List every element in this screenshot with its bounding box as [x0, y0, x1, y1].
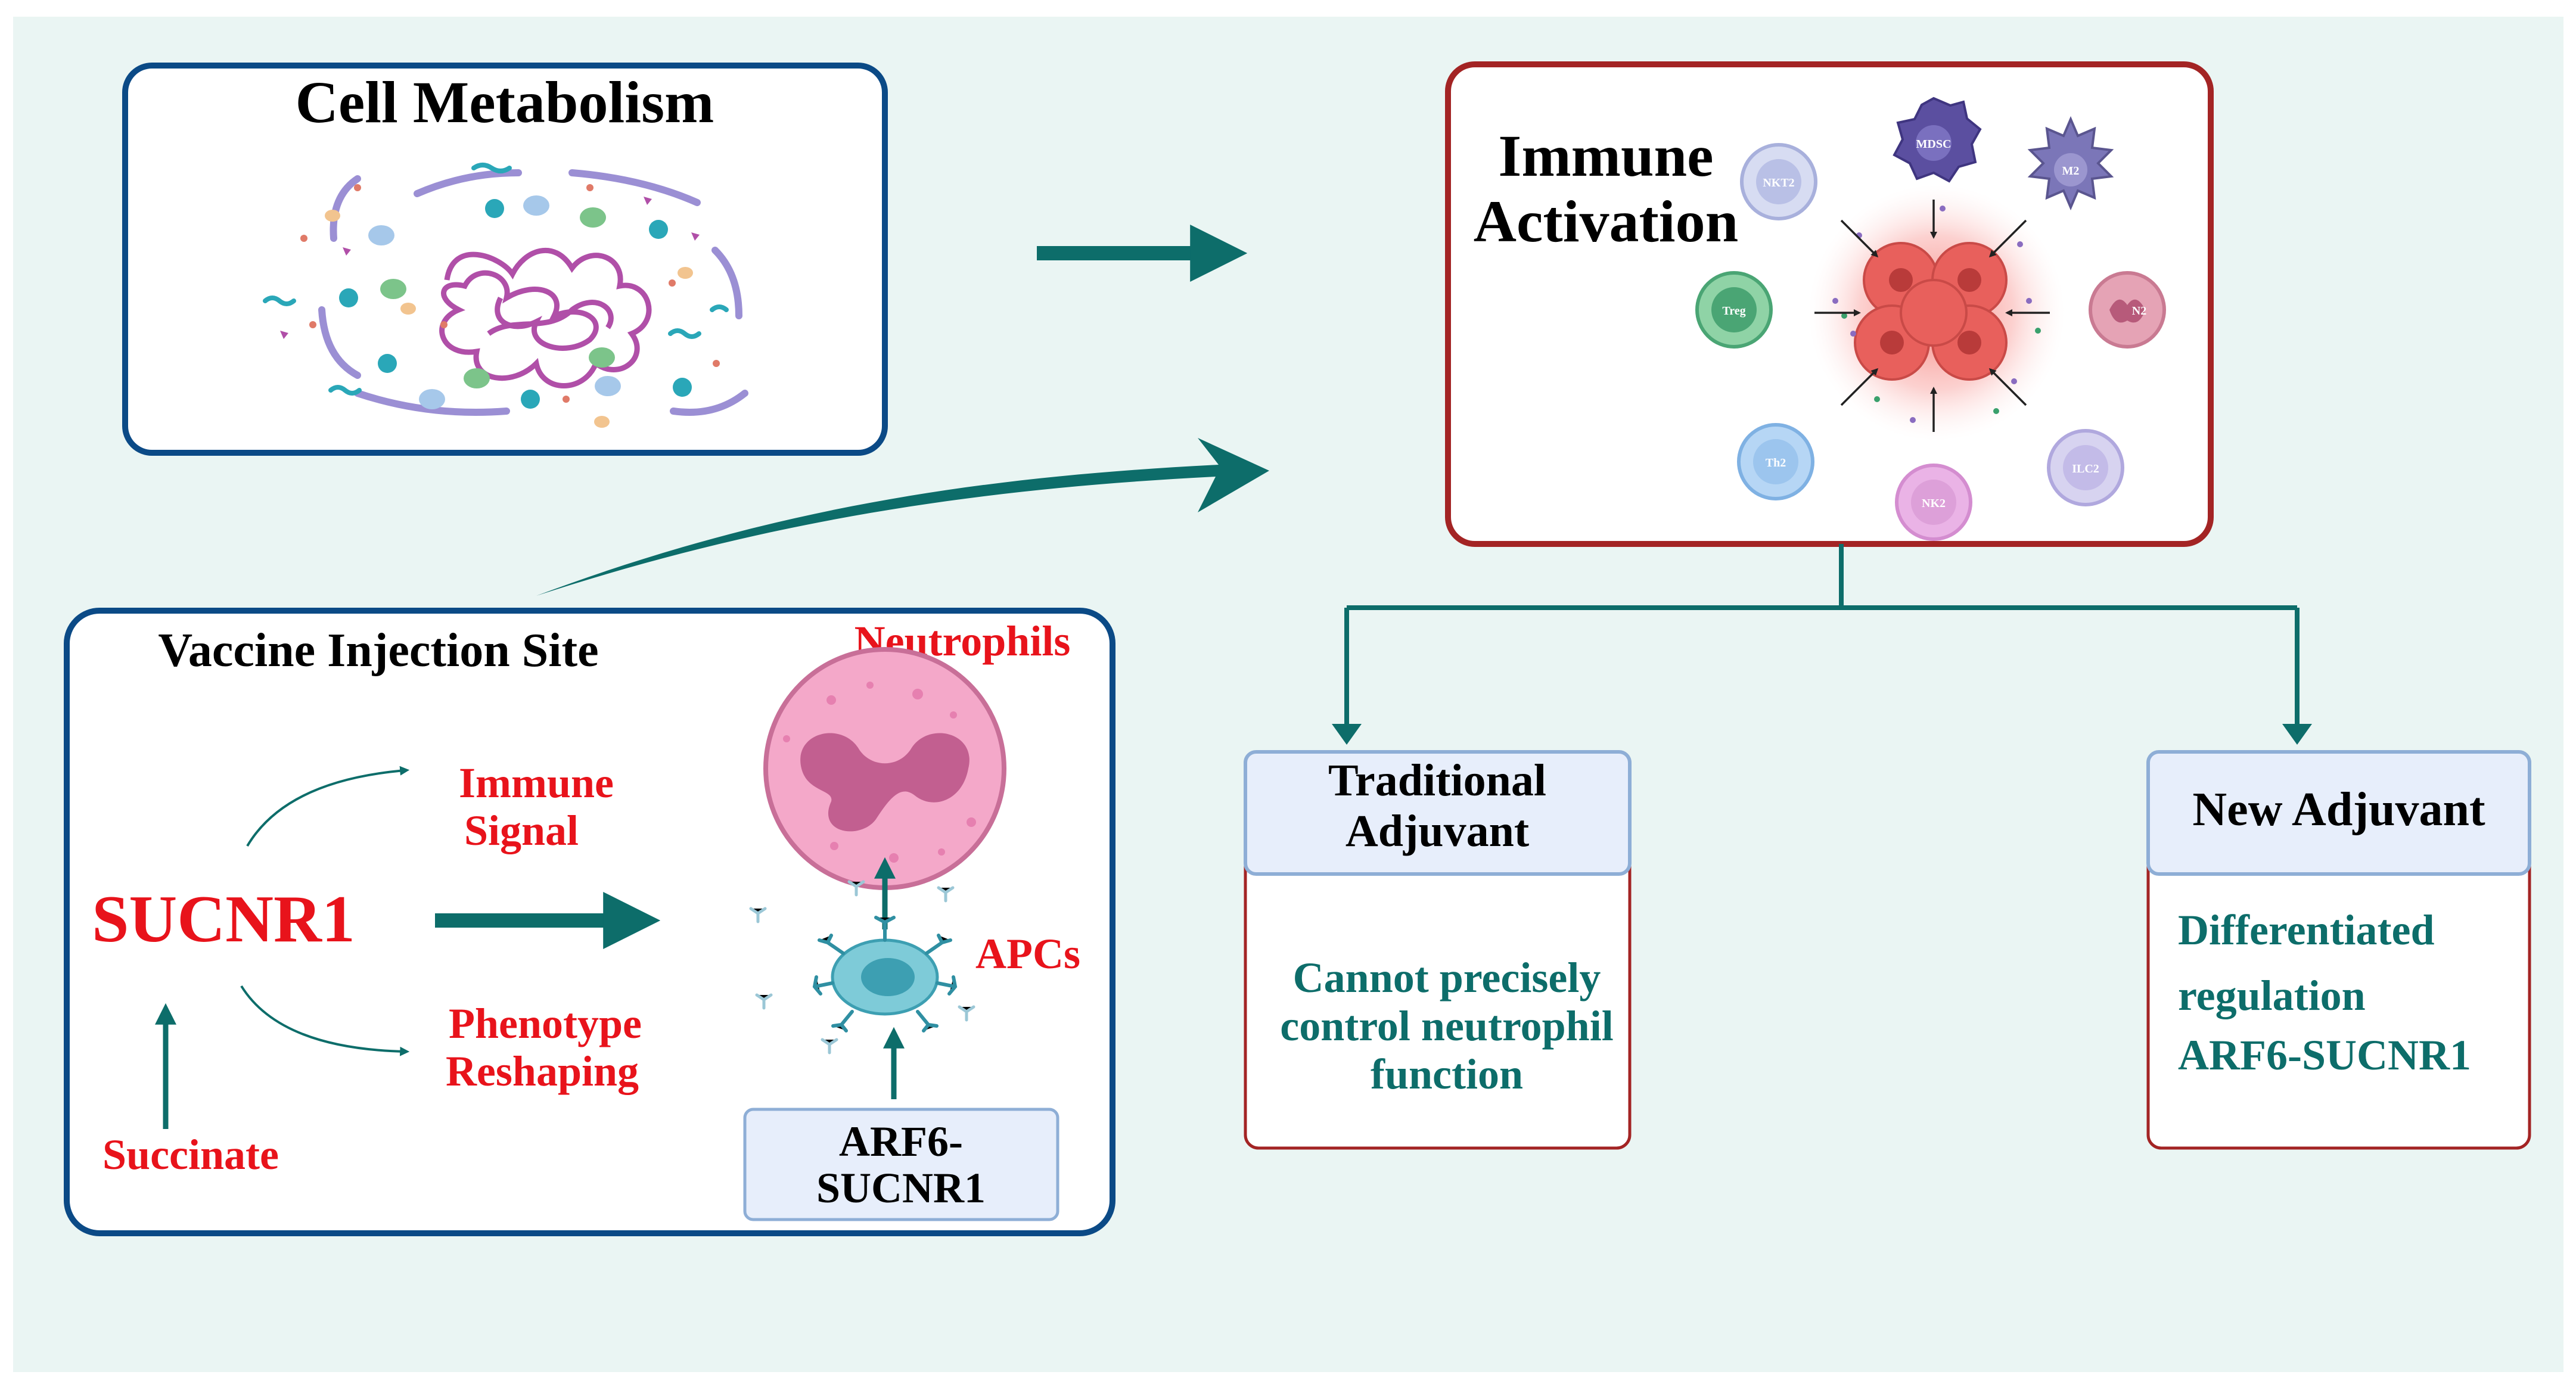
immune-cell-nkt2: NKT2	[1740, 143, 1817, 220]
new-adjuvant-box: New Adjuvant Differentiated regulation A…	[2146, 750, 2531, 1150]
immune-signal-line2: Signal	[464, 807, 579, 854]
phenotype-line2: Reshaping	[446, 1047, 639, 1095]
cell-label-ilc2: ILC2	[2072, 462, 2099, 475]
traditional-title-line1: Traditional	[1328, 755, 1546, 805]
new-adjuvant-desc-line2: regulation	[2178, 972, 2366, 1019]
arf6-line1: ARF6-	[839, 1118, 963, 1165]
immune-activation-title-line1: Immune	[1498, 123, 1713, 189]
new-adjuvant-title: New Adjuvant	[2192, 783, 2485, 836]
cell-label-nk2: NK2	[1922, 497, 1946, 510]
apc-cell	[749, 880, 975, 1055]
immune-cell-treg: Treg	[1695, 271, 1773, 349]
new-adjuvant-desc-line1: Differentiated	[2178, 906, 2435, 954]
traditional-title-line2: Adjuvant	[1346, 806, 1529, 856]
immune-cell-nk2: NK2	[1895, 464, 1972, 541]
immune-cell-m2: M2	[2027, 116, 2114, 211]
metabolism-illustration	[263, 163, 748, 428]
arrowhead-to-new	[2282, 724, 2312, 745]
immune-cell-mdsc: MDSC	[1893, 97, 1982, 183]
neutrophil-cell	[763, 647, 1006, 890]
immune-activation-title-line2: Activation	[1474, 188, 1738, 254]
succinate-label: Succinate	[102, 1131, 279, 1178]
cell-metabolism-title: Cell Metabolism	[296, 69, 714, 135]
sucnr1-label: SUCNR1	[92, 882, 355, 956]
arf6-sucnr1-box	[743, 1108, 1059, 1221]
arf6-line2: SUCNR1	[816, 1164, 986, 1212]
arrow-to-immune-signal	[246, 766, 410, 847]
traditional-adjuvant-box: Traditional Adjuvant Cannot precisely co…	[1244, 750, 1632, 1150]
cell-label-mdsc: MDSC	[1916, 138, 1952, 151]
vaccine-site-title: Vaccine Injection Site	[158, 624, 598, 677]
immune-activation-box: Immune Activation	[1445, 61, 2214, 547]
cell-label-th2: Th2	[1766, 456, 1786, 469]
phenotype-line1: Phenotype	[449, 1000, 642, 1047]
cell-metabolism-box: Cell Metabolism	[122, 63, 888, 456]
cell-label-nkt2: NKT2	[1763, 176, 1794, 189]
cell-label-treg: Treg	[1722, 304, 1745, 318]
convergence-arrows	[1814, 200, 2050, 432]
immune-signal-line1: Immune	[459, 759, 614, 807]
tumor-cluster	[1809, 185, 2065, 441]
traditional-desc-line2: control neutrophil	[1280, 1002, 1613, 1050]
cell-label-m2: M2	[2062, 164, 2080, 178]
apcs-label: APCs	[975, 930, 1080, 978]
arrow-vaccine-to-immune	[536, 438, 1269, 596]
cell-label-n2: N2	[2132, 304, 2146, 318]
vaccine-injection-site-box: Vaccine Injection Site SUCNR1 Succinate …	[64, 608, 1115, 1236]
tree-connector	[1344, 544, 2300, 730]
new-adjuvant-desc-line3: ARF6-SUCNR1	[2178, 1031, 2471, 1079]
traditional-desc-line1: Cannot precisely	[1293, 954, 1601, 1002]
immune-cell-n2: N2	[2089, 271, 2166, 349]
arrowhead-to-traditional	[1332, 724, 1362, 745]
arrow-to-phenotype-reshaping	[240, 985, 410, 1056]
immune-cell-th2: Th2	[1737, 423, 1814, 500]
dna-tangle	[439, 248, 652, 388]
immune-cell-ilc2: ILC2	[2047, 429, 2124, 506]
traditional-desc-line3: function	[1371, 1050, 1523, 1098]
